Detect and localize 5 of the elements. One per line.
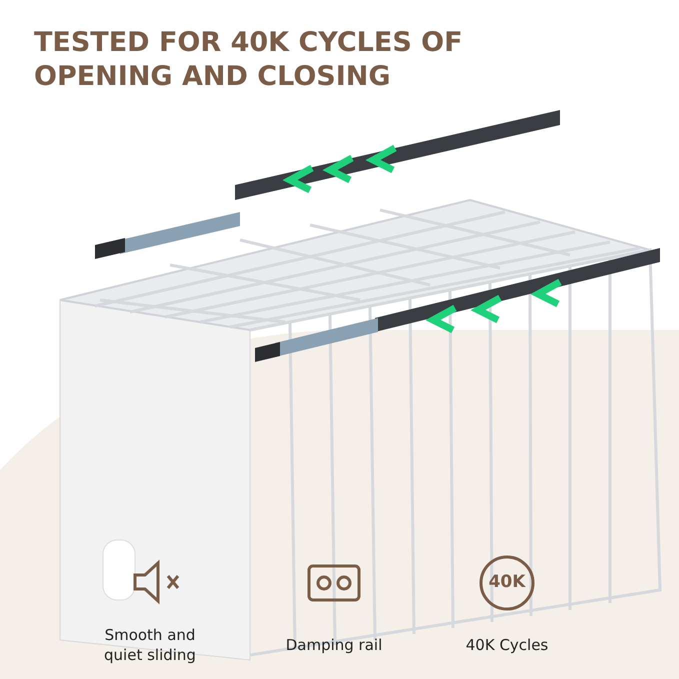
feature-label: Smooth and quiet sliding <box>103 625 197 665</box>
feature-label: Damping rail <box>284 635 384 655</box>
heading: TESTED FOR 40K CYCLES OF OPENING AND CLOSING <box>34 26 464 94</box>
badge-text: 40K <box>488 572 527 592</box>
feature-label: 40K Cycles <box>464 635 550 655</box>
